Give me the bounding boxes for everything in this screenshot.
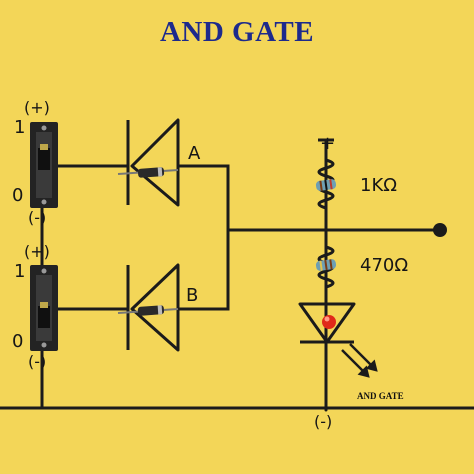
output-terminal	[433, 223, 447, 237]
wire-b-to-bus	[176, 228, 230, 311]
diode-component-a	[117, 167, 179, 178]
switch-b-off-label: 0	[12, 331, 24, 352]
switch-b-plus-label: (+)	[24, 242, 50, 261]
led-symbol	[298, 302, 356, 344]
diode-a	[126, 118, 184, 207]
diode-component-b	[117, 305, 179, 316]
resistor-1	[315, 158, 337, 210]
switch-b	[30, 265, 58, 351]
switch-a-on-label: 1	[14, 117, 26, 138]
supply-plus-label: +	[320, 133, 336, 154]
led-arrows	[341, 343, 378, 378]
input-b-label: B	[186, 285, 199, 306]
ground-label: (-)	[314, 412, 333, 431]
switch-a-off-label: 0	[12, 185, 24, 206]
led-light	[322, 315, 336, 329]
input-a-label: A	[188, 143, 201, 164]
switch-b-on-label: 1	[14, 261, 26, 282]
resistor-2	[315, 245, 337, 289]
switch-a	[30, 122, 58, 208]
output-caption: AND GATE	[357, 391, 404, 401]
switch-b-minus-label: (-)	[28, 352, 47, 371]
resistor-2-label: 470Ω	[360, 255, 409, 276]
resistor-1-label: 1KΩ	[360, 175, 398, 196]
switch-a-plus-label: (+)	[24, 98, 50, 117]
diode-b	[126, 263, 180, 352]
switch-a-minus-label: (-)	[28, 208, 47, 227]
wire-a-to-bus	[176, 164, 230, 232]
page-title: AND GATE	[159, 16, 315, 48]
